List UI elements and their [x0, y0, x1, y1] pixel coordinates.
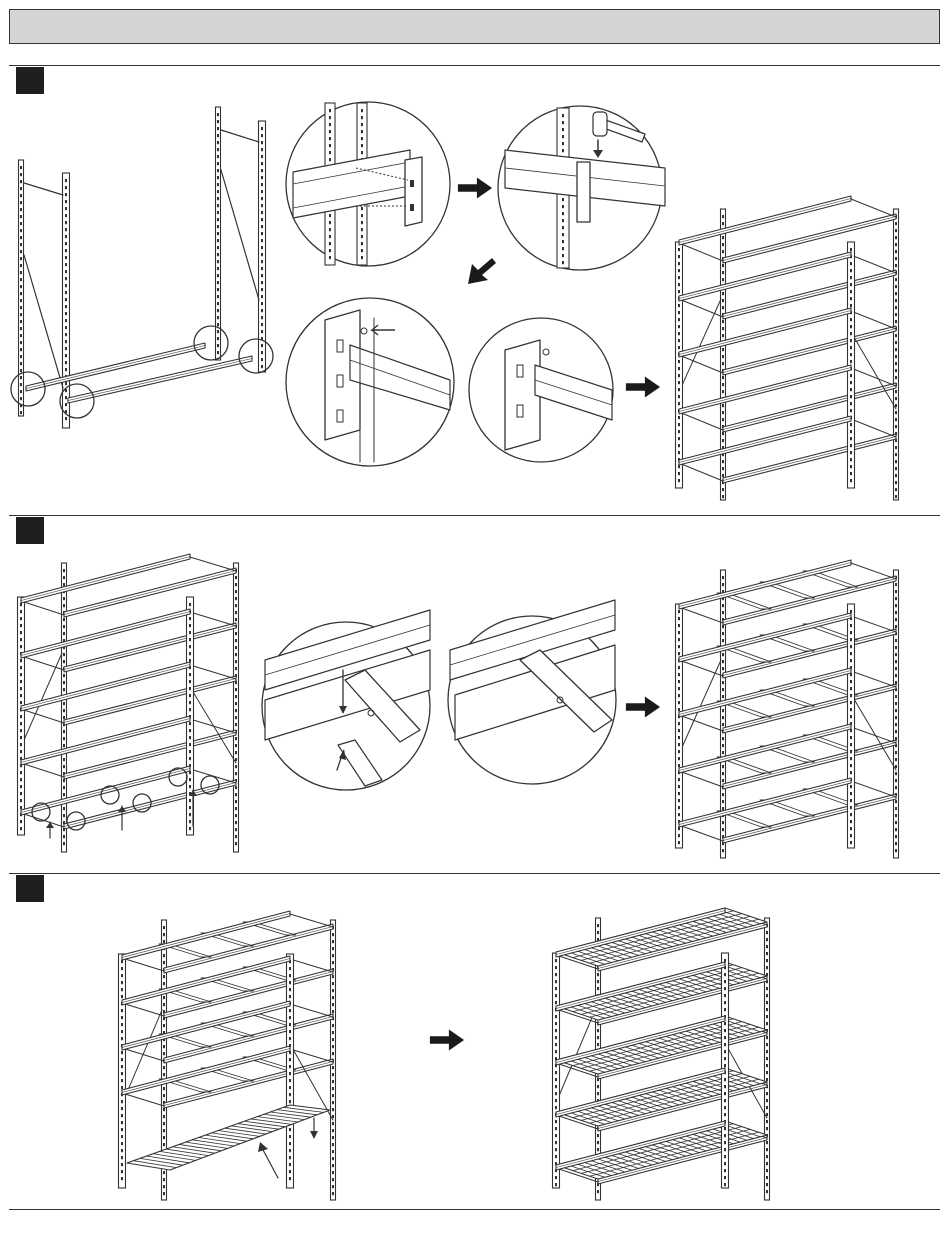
magnifier-circle-icon [194, 326, 228, 360]
arrow-right-icon [430, 1030, 464, 1051]
step3-wire-deck-insert [127, 1105, 330, 1178]
magnifier-circle-icon [239, 339, 273, 373]
arrow-right-icon [626, 377, 660, 398]
step1-frames [11, 107, 273, 428]
arrow-right-icon [626, 697, 660, 718]
arrow-down-icon [310, 1131, 318, 1139]
arrow-up-left-icon [258, 1142, 268, 1152]
step2-details [262, 600, 660, 790]
arrow-right-icon [458, 178, 492, 199]
step2-result-rack [676, 560, 899, 858]
step1-result-rack [676, 196, 899, 500]
step1-details [286, 102, 665, 466]
step2-source-rack [18, 554, 239, 852]
step3-result-rack [553, 908, 770, 1200]
arrow-down-left-icon [468, 258, 496, 284]
